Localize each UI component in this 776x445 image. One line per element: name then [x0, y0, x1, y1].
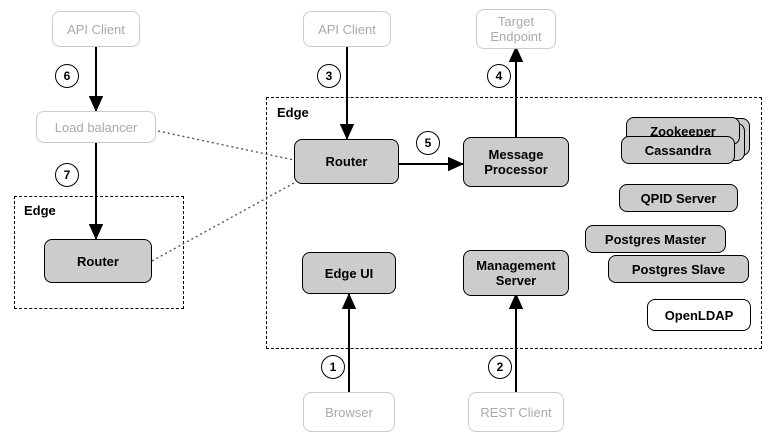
node-browser[interactable]: Browser [303, 392, 395, 432]
node-openldap[interactable]: OpenLDAP [647, 299, 751, 331]
node-rest-client[interactable]: REST Client [468, 392, 564, 432]
step-6: 6 [55, 64, 79, 88]
node-cassandra[interactable]: Cassandra [621, 136, 735, 164]
node-message-processor-line1: Message [488, 147, 544, 162]
node-edge-ui[interactable]: Edge UI [302, 252, 396, 294]
node-load-balancer[interactable]: Load balancer [36, 111, 156, 143]
node-qpid-server[interactable]: QPID Server [619, 184, 738, 212]
node-target-endpoint-line2: Endpoint [490, 29, 542, 44]
node-message-processor[interactable]: Message Processor [463, 137, 569, 187]
step-4: 4 [487, 64, 511, 88]
step-2: 2 [488, 355, 512, 379]
node-target-endpoint-line1: Target [497, 14, 535, 29]
edge-group-right-label: Edge [277, 105, 309, 120]
node-message-processor-line2: Processor [484, 162, 548, 177]
node-postgres-master[interactable]: Postgres Master [585, 225, 726, 253]
node-api-client-left[interactable]: API Client [52, 11, 140, 47]
node-postgres-slave[interactable]: Postgres Slave [608, 255, 749, 283]
node-management-server-line2: Server [495, 273, 537, 288]
node-management-server[interactable]: Management Server [463, 250, 569, 296]
step-1: 1 [321, 355, 345, 379]
node-target-endpoint[interactable]: Target Endpoint [476, 9, 556, 49]
step-5: 5 [416, 131, 440, 155]
step-7: 7 [55, 163, 79, 187]
node-management-server-line1: Management [476, 258, 556, 273]
node-router-left[interactable]: Router [44, 239, 152, 283]
step-3: 3 [317, 64, 341, 88]
node-api-client-top[interactable]: API Client [303, 11, 391, 47]
edge-group-left-label: Edge [24, 203, 56, 218]
node-router-right[interactable]: Router [294, 139, 399, 184]
